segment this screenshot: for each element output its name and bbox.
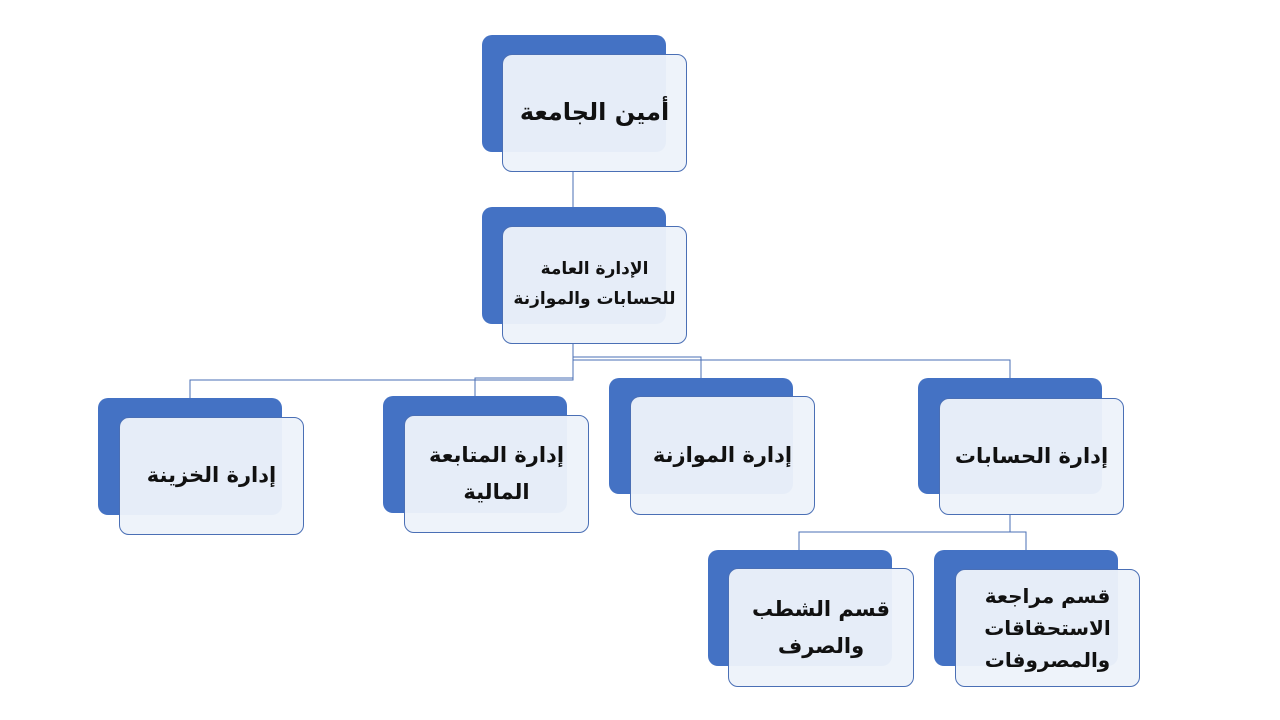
label-university-secretary: أمين الجامعة xyxy=(519,98,670,127)
node-accounts-administration: إدارة الحسابات xyxy=(918,378,1124,515)
node-treasury-administration: إدارة الخزينة xyxy=(98,398,304,535)
label-entitlements-review-section: قسم مراجعة الاستحقاقات والمصروفات xyxy=(984,584,1111,672)
node-financial-followup-administration: إدارة المتابعة المالية xyxy=(383,396,589,533)
label-accounts-administration: إدارة الحسابات xyxy=(954,443,1109,468)
label-financial-followup-administration: إدارة المتابعة المالية xyxy=(428,443,565,504)
connector-entitlements xyxy=(1009,514,1027,550)
label-budget-administration: إدارة الموازنة xyxy=(652,442,793,467)
node-university-secretary: أمين الجامعة xyxy=(482,35,687,172)
node-budget-administration: إدارة الموازنة xyxy=(609,378,815,515)
connector-accounts xyxy=(572,343,1011,378)
node-entitlements-review-section: قسم مراجعة الاستحقاقات والمصروفات xyxy=(934,550,1140,687)
connector-financial xyxy=(474,343,574,396)
connector-write-off xyxy=(798,514,1011,550)
label-general-administration: الإدارة العامة للحسابات والموازنة xyxy=(513,259,676,309)
label-write-off-section: قسم الشطب والصرف xyxy=(751,596,891,658)
label-treasury-administration: إدارة الخزينة xyxy=(146,463,277,488)
connector-treasury xyxy=(189,343,574,398)
node-general-administration: الإدارة العامة للحسابات والموازنة xyxy=(482,207,687,344)
node-write-off-section: قسم الشطب والصرف xyxy=(708,550,914,687)
